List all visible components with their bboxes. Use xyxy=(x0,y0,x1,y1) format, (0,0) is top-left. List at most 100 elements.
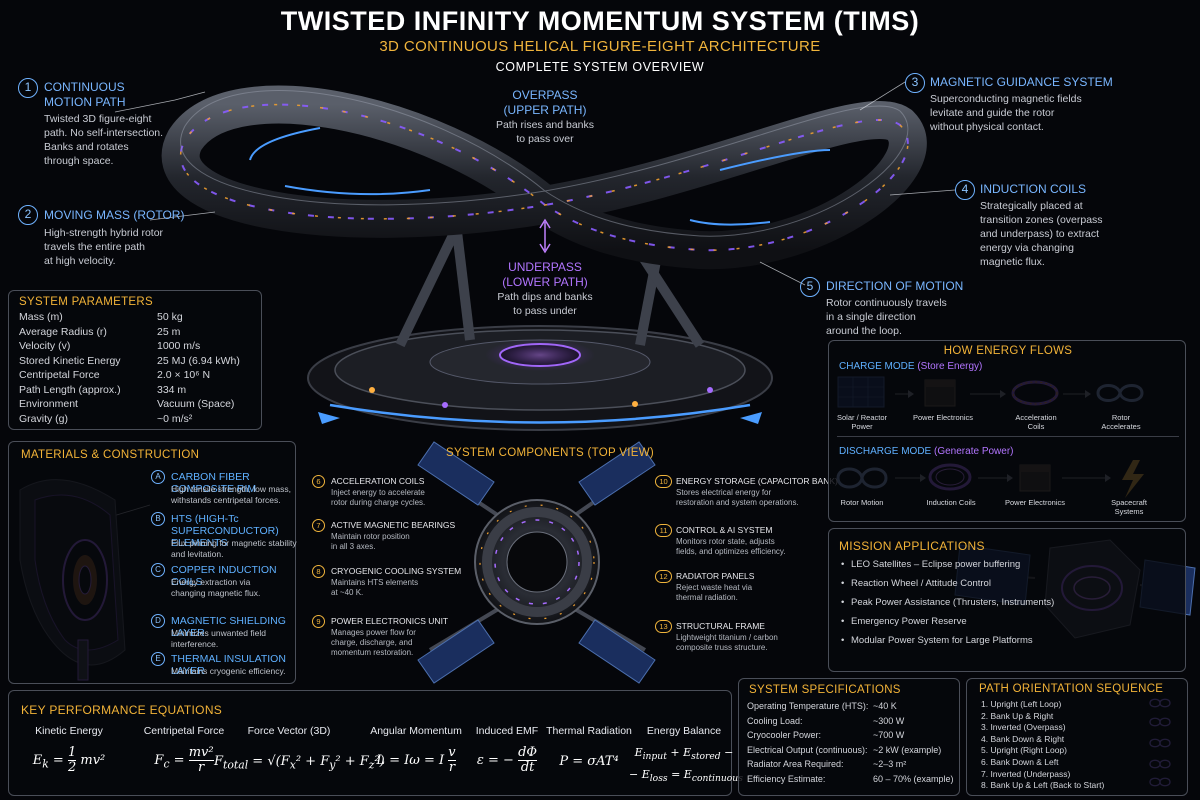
overpass-label: OVERPASS (UPPER PATH) Path rises and ban… xyxy=(495,88,595,145)
charge-step-label: Power Electronics xyxy=(903,413,983,422)
mission-bullet: • xyxy=(841,635,845,646)
equation-label: Angular Momentum xyxy=(370,725,462,737)
orientation-step: 5. Upright (Right Loop) xyxy=(981,745,1067,756)
orientation-step: 4. Bank Down & Right xyxy=(981,733,1065,744)
charge-step-text: Acceleration xyxy=(1015,413,1057,422)
overview-label: COMPLETE SYSTEM OVERVIEW xyxy=(495,60,705,74)
component-9-title: POWER ELECTRONICS UNIT xyxy=(331,616,449,626)
callout-1-number: 1 xyxy=(18,78,38,98)
charge-step-text: Accelerates xyxy=(1101,422,1141,431)
component-6-title: ACCELERATION COILS xyxy=(331,476,425,486)
component-description: Maintains HTS elements xyxy=(331,578,419,587)
material-e-marker: E xyxy=(151,652,165,666)
mission-item: Modular Power System for Large Platforms xyxy=(851,635,1033,646)
component-description: thermal radiation. xyxy=(676,593,738,602)
components-title: SYSTEM COMPONENTS (TOP VIEW) xyxy=(446,447,654,459)
orientation-title: PATH ORIENTATION SEQUENCE xyxy=(979,683,1164,695)
material-b-title: HTS (HIGH-Tc SUPERCONDUCTOR) ELEMENTS xyxy=(171,513,279,549)
mission-bullet: • xyxy=(841,616,845,627)
callout-3-number: 3 xyxy=(905,73,925,93)
material-d-title: MAGNETIC SHIELDING LAYER xyxy=(171,615,286,639)
material-e-title: THERMAL INSULATION LAYER xyxy=(171,653,286,677)
component-13-title: STRUCTURAL FRAME xyxy=(676,621,765,631)
parameter-value: 25 MJ (6.94 kWh) xyxy=(157,354,240,367)
component-description: charge, discharge, and xyxy=(331,638,413,647)
spec-value: ~2 kW (example) xyxy=(873,744,942,755)
equation-label: Centripetal Force xyxy=(143,725,225,737)
mission-title: MISSION APPLICATIONS xyxy=(839,539,985,553)
callout-2-number: 2 xyxy=(18,205,38,225)
material-description: withstands centripetal forces. xyxy=(171,495,281,505)
material-a-title: CARBON FIBER COMPOSITE RIM xyxy=(171,471,257,495)
parameter-label: Path Length (approx.) xyxy=(19,383,121,396)
discharge-step-text: Power Electronics xyxy=(1004,498,1066,507)
component-12-marker: 12 xyxy=(655,570,672,583)
component-10-marker: 10 xyxy=(655,475,672,488)
spec-label: Cryocooler Power: xyxy=(747,730,822,740)
callout-4-number: 4 xyxy=(955,180,975,200)
page-title: TWISTED INFINITY MOMENTUM SYSTEM (TIMS) xyxy=(280,6,920,36)
base-platform xyxy=(307,325,773,431)
material-description: Minimizes unwanted field xyxy=(171,628,266,638)
component-description: Lightweight titanium / carbon xyxy=(676,633,778,642)
orientation-panel: PATH ORIENTATION SEQUENCE 1. Upright (Le… xyxy=(966,678,1188,796)
equation-label: Induced EMF xyxy=(475,725,539,737)
discharge-mode-label: DISCHARGE MODE (Generate Power) xyxy=(839,446,1014,457)
material-description: interference. xyxy=(171,639,219,649)
charge-step-text: Coils xyxy=(1027,422,1045,431)
parameter-value: Vacuum (Space) xyxy=(157,398,235,410)
component-7-title: ACTIVE MAGNETIC BEARINGS xyxy=(331,520,456,530)
mission-bullet: • xyxy=(841,559,845,570)
parameter-value: 50 kg xyxy=(157,311,183,323)
underpass-label: UNDERPASS (LOWER PATH) Path dips and ban… xyxy=(497,260,593,317)
parameter-label: Gravity (g) xyxy=(19,412,69,425)
orientation-step: 7. Inverted (Underpass) xyxy=(981,768,1071,779)
parameter-label: Average Radius (r) xyxy=(19,325,107,338)
discharge-step-text: Induction Coils xyxy=(926,498,976,507)
component-10-title: ENERGY STORAGE (CAPACITOR BANK) xyxy=(676,476,838,486)
mission-item: Emergency Power Reserve xyxy=(851,616,967,627)
mission-bullet: • xyxy=(841,597,845,608)
equations-title: KEY PERFORMANCE EQUATIONS xyxy=(21,703,223,717)
equation-label: Kinetic Energy xyxy=(35,725,103,737)
component-description: rotor during charge cycles. xyxy=(331,498,426,507)
callout-2-title: MOVING MASS (ROTOR) xyxy=(44,208,185,222)
material-description: changing magnetic flux. xyxy=(171,588,261,598)
spec-label: Electrical Output (continuous): xyxy=(747,744,868,755)
parameter-value: 334 m xyxy=(157,383,187,396)
energy-flow-panel: HOW ENERGY FLOWS CHARGE MODE (Store Ener… xyxy=(828,340,1186,522)
component-8-marker: 8 xyxy=(312,565,325,578)
callout-5-title: DIRECTION OF MOTION xyxy=(826,279,964,293)
top-view-station xyxy=(417,441,656,684)
equation-label: Force Vector (3D) xyxy=(247,725,331,737)
parameter-value: ~0 m/s² xyxy=(157,412,193,425)
materials-title: MATERIALS & CONSTRUCTION xyxy=(21,449,200,461)
spec-label: Operating Temperature (HTS): xyxy=(747,701,869,711)
spec-value: ~300 W xyxy=(873,715,905,726)
spec-label: Cooling Load: xyxy=(747,715,803,726)
page-subtitle: 3D CONTINUOUS HELICAL FIGURE-EIGHT ARCHI… xyxy=(379,38,821,55)
charge-step-text: Power Electronics xyxy=(912,413,974,422)
equation-label: Thermal Radiation xyxy=(546,725,632,737)
discharge-step-text: Rotor Motion xyxy=(840,498,884,507)
specifications-panel: SYSTEM SPECIFICATIONS Operating Temperat… xyxy=(738,678,960,796)
parameter-value: 2.0 × 10⁶ N xyxy=(157,369,211,381)
material-c-title: COPPER INDUCTION COILS xyxy=(171,564,277,588)
component-description: at ~40 K. xyxy=(331,588,364,597)
mission-bullet: • xyxy=(841,578,845,589)
system-parameters-title: SYSTEM PARAMETERS xyxy=(19,296,153,308)
spec-value: 60 – 70% (example) xyxy=(873,773,954,784)
spec-label: Radiator Area Required: xyxy=(747,759,844,769)
